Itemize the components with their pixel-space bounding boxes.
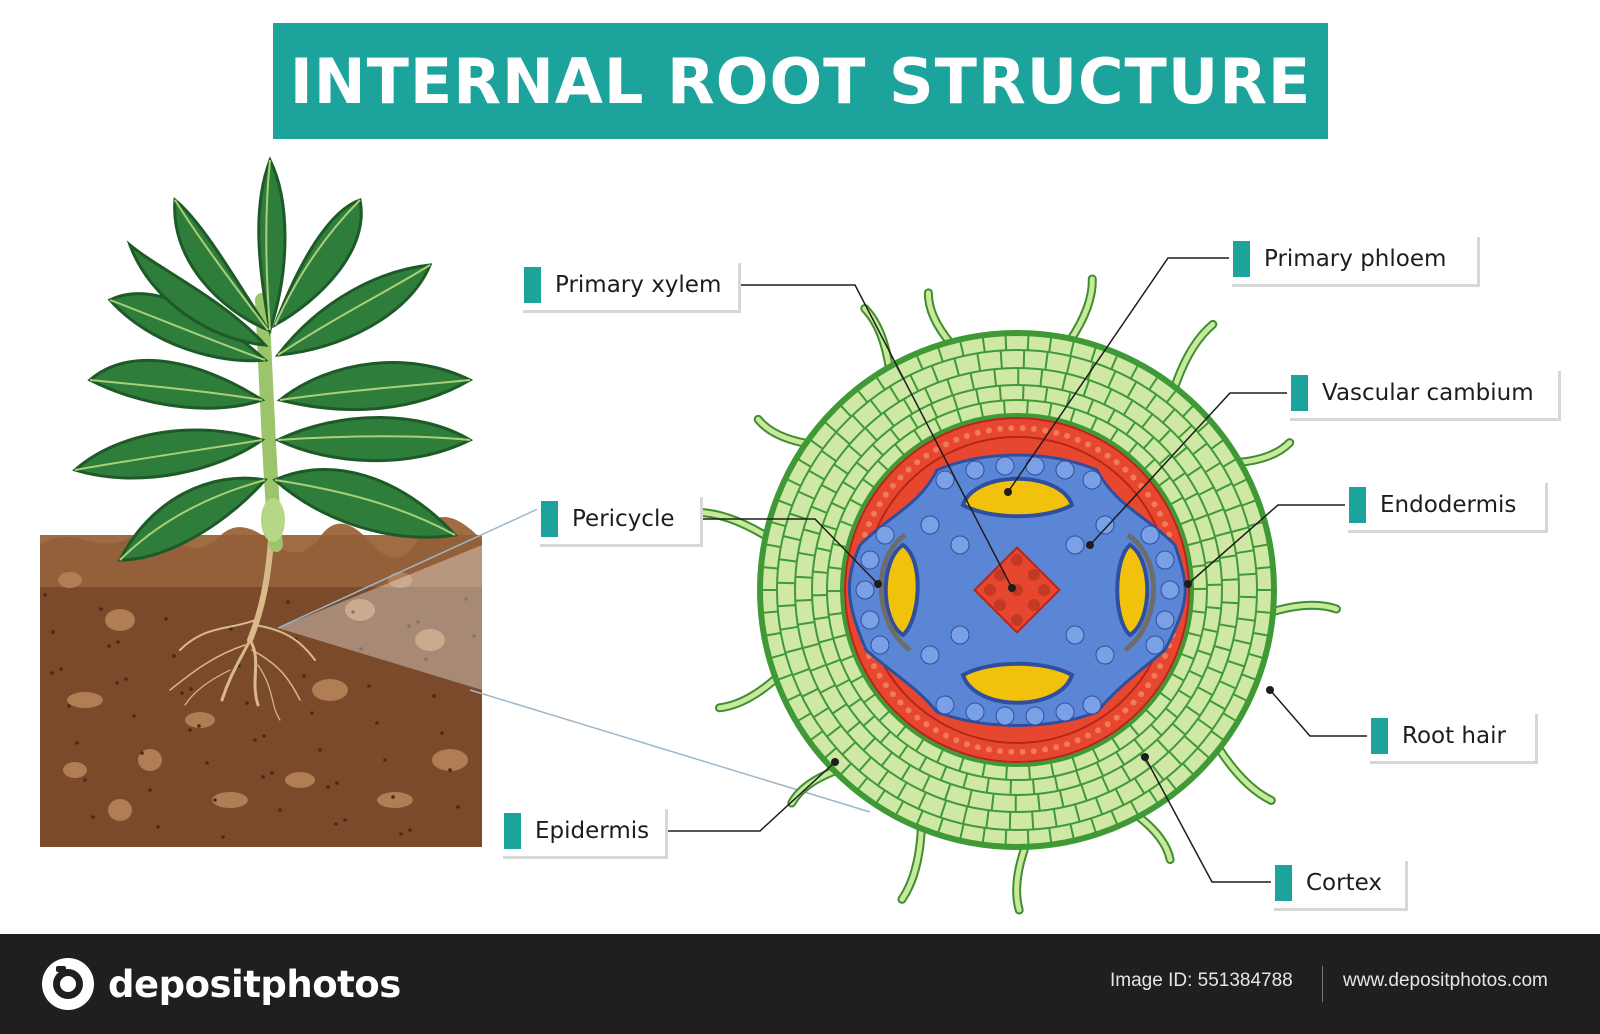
label-tab <box>1291 375 1308 411</box>
label-tab <box>524 267 541 303</box>
soil-block <box>40 516 482 847</box>
label-primary-phloem: Primary phloem <box>1229 234 1477 284</box>
brand[interactable]: depositphotos <box>40 956 401 1012</box>
label-tab <box>1349 487 1366 523</box>
image-id: Image ID: 551384788 <box>1110 970 1293 991</box>
label-tab <box>1275 865 1292 901</box>
brand-name: depositphotos <box>108 962 401 1006</box>
label-text: Primary phloem <box>1264 246 1447 272</box>
label-endodermis: Endodermis <box>1345 480 1545 530</box>
label-text: Endodermis <box>1380 492 1517 518</box>
label-vascular-cambium: Vascular cambium <box>1287 368 1558 418</box>
footer-bar: depositphotos Image ID: 551384788 www.de… <box>0 934 1600 1034</box>
title-banner: INTERNAL ROOT STRUCTURE <box>273 23 1328 139</box>
cambium-arcs <box>878 532 1157 653</box>
central-xylem <box>973 546 1061 634</box>
label-primary-xylem: Primary xylem <box>520 260 738 310</box>
plant-leaves <box>72 156 474 562</box>
label-text: Root hair <box>1402 723 1506 749</box>
page-title: INTERNAL ROOT STRUCTURE <box>289 44 1312 118</box>
label-tab <box>504 813 521 849</box>
label-text: Pericycle <box>572 506 675 532</box>
root-diagram <box>40 156 1370 915</box>
phloem-lobes <box>883 476 1150 705</box>
label-text: Primary xylem <box>555 272 722 298</box>
label-tab <box>1233 241 1250 277</box>
plant-roots <box>169 537 316 721</box>
camera-icon <box>42 958 94 1010</box>
label-pericycle: Pericycle <box>537 494 700 544</box>
leader-dots <box>831 488 1274 766</box>
label-tab <box>1371 718 1388 754</box>
footer-divider <box>1322 966 1323 1002</box>
root-cross-section <box>691 274 1341 915</box>
label-cortex: Cortex <box>1271 858 1405 908</box>
label-text: Epidermis <box>535 818 650 844</box>
label-text: Vascular cambium <box>1322 380 1534 406</box>
label-epidermis: Epidermis <box>500 806 665 856</box>
site-url[interactable]: www.depositphotos.com <box>1343 970 1548 991</box>
label-root-hair: Root hair <box>1367 711 1535 761</box>
leader-lines <box>665 257 1370 883</box>
label-text: Cortex <box>1306 870 1382 896</box>
label-tab <box>541 501 558 537</box>
